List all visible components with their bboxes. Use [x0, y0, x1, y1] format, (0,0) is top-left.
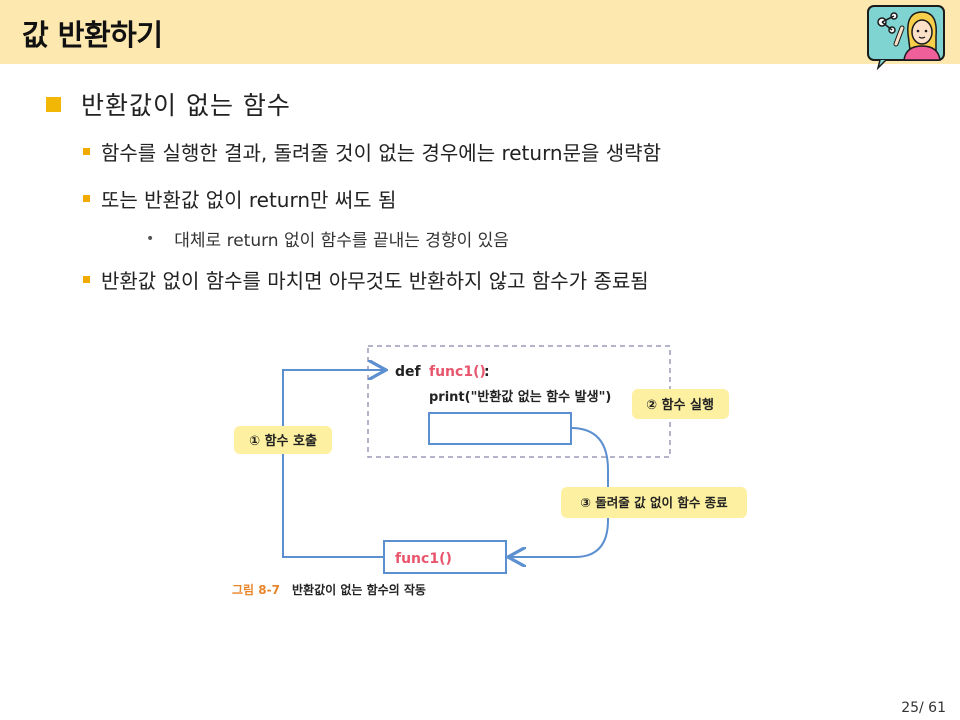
bottom-func-box: [383, 540, 507, 574]
code-colon: :: [484, 364, 490, 380]
square-bullet-icon: [83, 148, 90, 155]
square-bullet-icon: [83, 276, 90, 283]
label-call-bg: [234, 426, 332, 454]
label-exec-bg: [632, 389, 729, 419]
execution-box: [428, 412, 572, 445]
page-number: 25/ 61: [901, 700, 946, 716]
bullet-sub-2-detail: • 대체로 return 없이 함수를 끝내는 경향이 있음: [146, 226, 509, 252]
bullet-sub-1-text: 함수를 실행한 결과, 돌려줄 것이 없는 경우에는 return문을 생략함: [101, 141, 661, 165]
dot-bullet-icon: •: [146, 230, 155, 247]
label-exec: ② 함수 실행: [646, 397, 714, 413]
label-end: ③ 돌려줄 값 없이 함수 종료: [580, 495, 728, 510]
slide-header: 값 반환하기: [0, 0, 960, 70]
bullet-main-text: 반환값이 없는 함수: [81, 91, 291, 120]
caption-text: 반환값이 없는 함수의 작동: [292, 582, 426, 597]
label-end-bg: [561, 487, 747, 518]
bullet-sub-3-text: 반환값 없이 함수를 마치면 아무것도 반환하지 않고 함수가 종료됨: [101, 269, 649, 293]
bullet-sub-3: 반환값 없이 함수를 마치면 아무것도 반환하지 않고 함수가 종료됨: [83, 265, 649, 294]
bullet-main: 반환값이 없는 함수: [46, 86, 291, 122]
label-call: ① 함수 호출: [249, 433, 317, 449]
code-func-name: func1(): [429, 364, 486, 380]
bullet-sub-2-detail-text: 대체로 return 없이 함수를 끝내는 경향이 있음: [174, 231, 509, 251]
code-def: def: [395, 364, 422, 380]
avatar-teacher-icon: [867, 5, 945, 70]
bullet-sub-2: 또는 반환값 없이 return만 써도 됨: [83, 184, 396, 213]
slide-title: 값 반환하기: [22, 18, 163, 52]
square-bullet-icon: [83, 195, 90, 202]
call-arrow: [282, 370, 384, 558]
bullet-sub-1: 함수를 실행한 결과, 돌려줄 것이 없는 경우에는 return문을 생략함: [83, 137, 661, 166]
square-bullet-icon: [46, 96, 61, 112]
code-print: print("반환값 없는 함수 발생"): [429, 389, 611, 405]
bullet-sub-2-text: 또는 반환값 없이 return만 써도 됨: [101, 188, 397, 212]
caption-number: 그림 8-7: [232, 583, 280, 597]
bottom-func-text: func1(): [395, 551, 452, 567]
